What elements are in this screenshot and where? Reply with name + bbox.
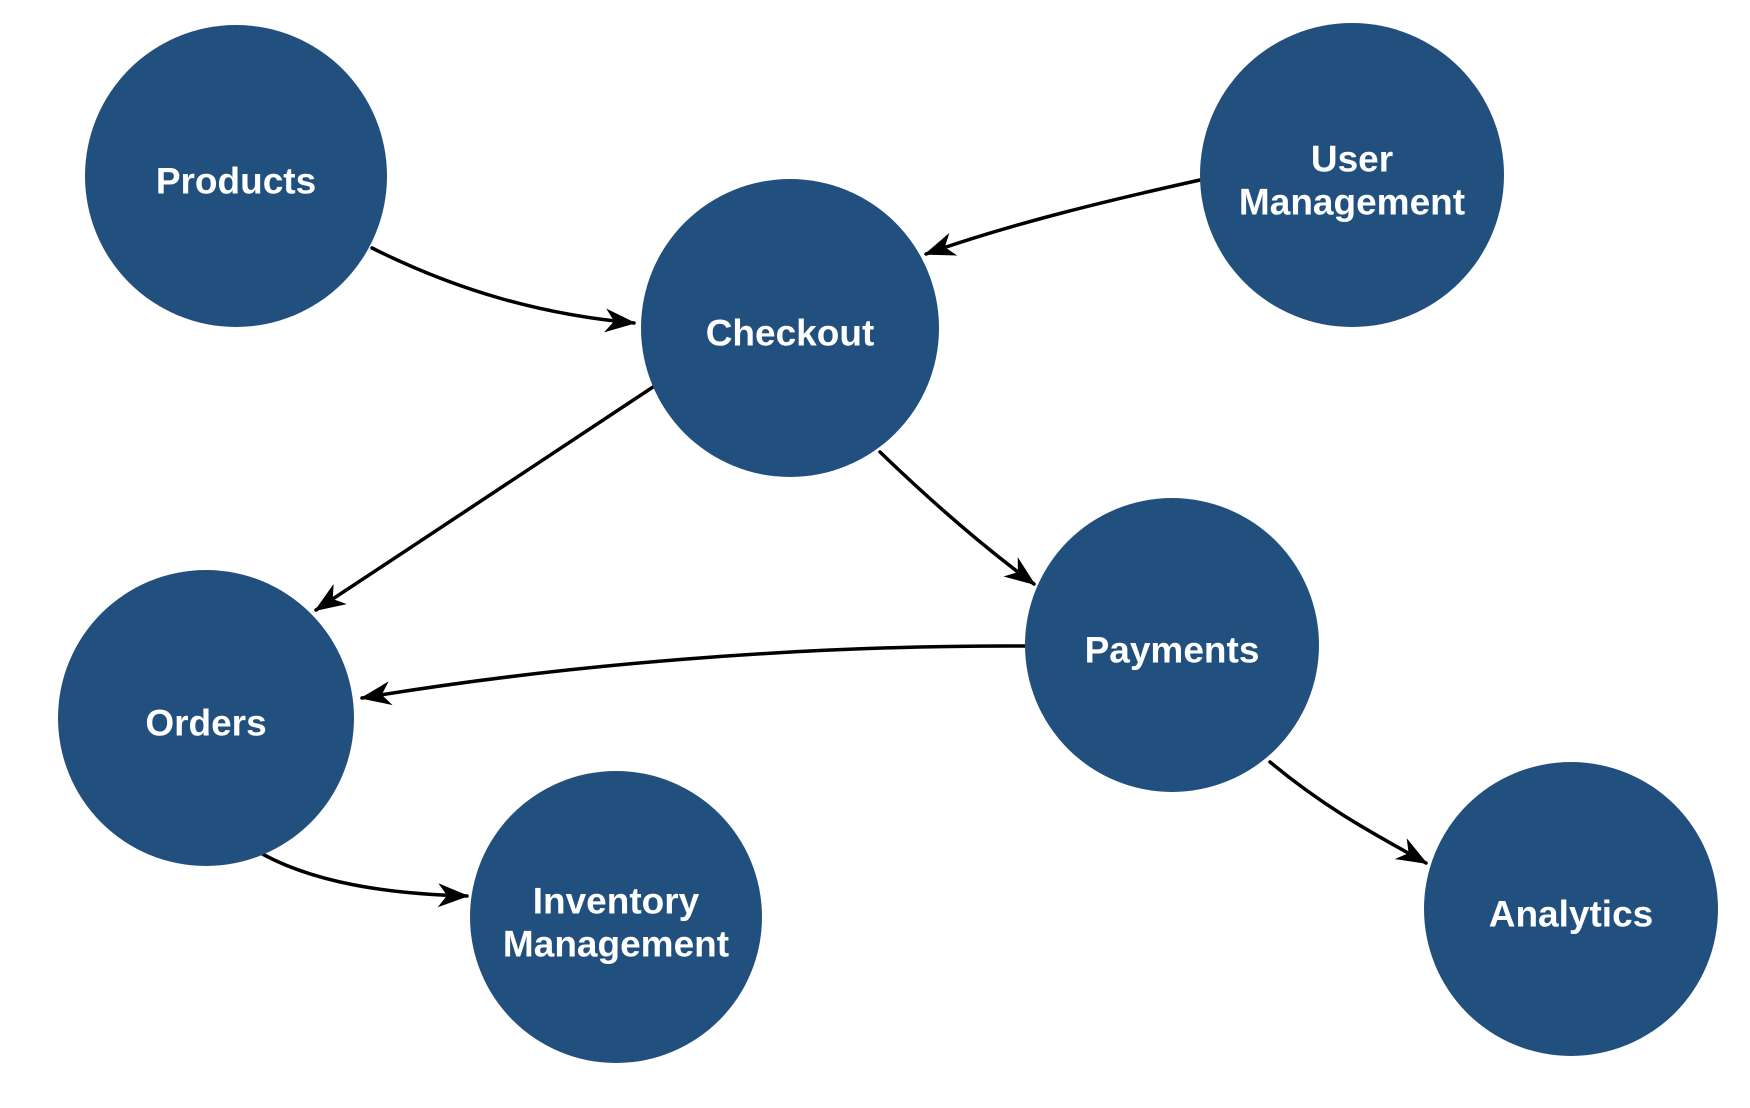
- node-payments[interactable]: Payments: [1025, 498, 1319, 792]
- node-products-label: Products: [156, 161, 316, 202]
- node-orders[interactable]: Orders: [58, 570, 354, 866]
- edge-payments-to-orders: [360, 644, 1028, 706]
- edge-checkout-to-payments: [878, 450, 1036, 586]
- node-checkout-circle[interactable]: [641, 179, 939, 477]
- node-user-management-circle[interactable]: [1200, 23, 1504, 327]
- node-products-circle[interactable]: [85, 25, 387, 327]
- edge-user-management-to-checkout: [924, 178, 1202, 256]
- node-orders-circle[interactable]: [58, 570, 354, 866]
- node-products[interactable]: Products: [85, 25, 387, 327]
- node-payments-label: Payments: [1085, 630, 1260, 671]
- edge-checkout-to-orders: [314, 385, 655, 612]
- node-checkout-label: Checkout: [706, 313, 875, 354]
- node-analytics[interactable]: Analytics: [1424, 762, 1718, 1056]
- edge-products-to-checkout: [370, 246, 636, 333]
- node-orders-label: Orders: [145, 703, 266, 744]
- node-analytics-circle[interactable]: [1424, 762, 1718, 1056]
- node-checkout[interactable]: Checkout: [641, 179, 939, 477]
- node-analytics-label: Analytics: [1489, 894, 1654, 935]
- edge-payments-to-analytics: [1268, 760, 1428, 865]
- node-payments-circle[interactable]: [1025, 498, 1319, 792]
- node-inventory-management-circle[interactable]: [470, 771, 762, 1063]
- edge-orders-to-inventory-management: [250, 846, 469, 908]
